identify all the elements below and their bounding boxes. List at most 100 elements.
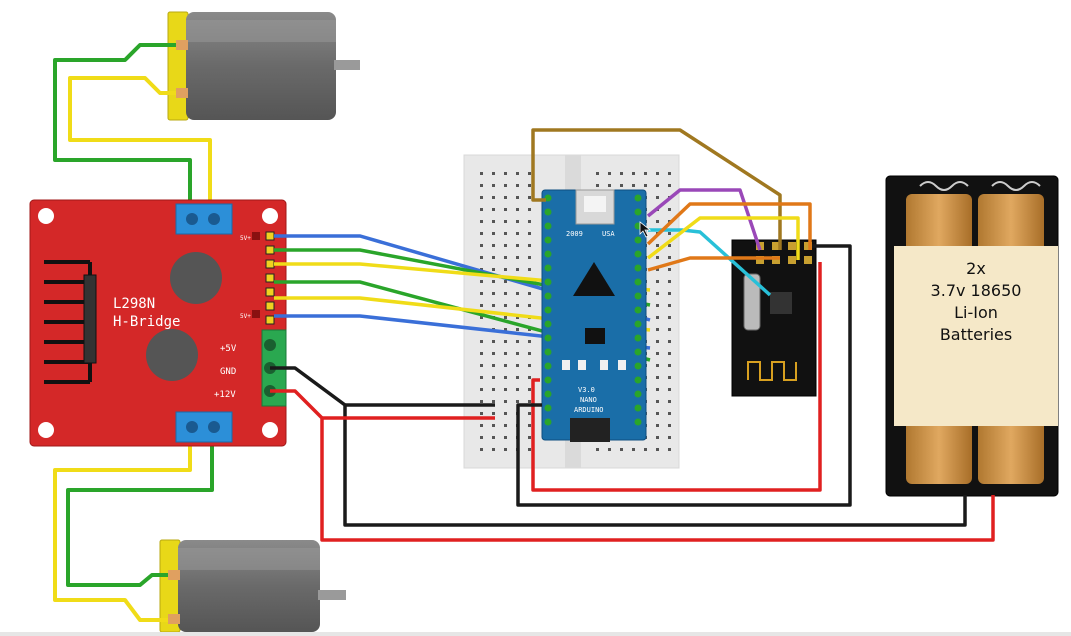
- nano-pin: [634, 194, 642, 202]
- breadboard-hole: [504, 172, 507, 175]
- breadboard-hole: [504, 208, 507, 211]
- nano-pin: [634, 292, 642, 300]
- breadboard-hole: [668, 400, 671, 403]
- breadboard-hole: [528, 244, 531, 247]
- breadboard-hole: [504, 376, 507, 379]
- breadboard-hole: [516, 388, 519, 391]
- l298n-board: L298N H-Bridge +5V GND +12V 5V+ 5V+: [29, 199, 287, 447]
- breadboard-hole: [656, 412, 659, 415]
- breadboard-hole: [516, 244, 519, 247]
- breadboard-hole: [516, 208, 519, 211]
- breadboard-hole: [480, 400, 483, 403]
- nano-pin: [544, 250, 552, 258]
- nano-pin: [544, 418, 552, 426]
- breadboard-hole: [528, 388, 531, 391]
- nano-pin: [544, 376, 552, 384]
- breadboard-hole: [668, 412, 671, 415]
- breadboard-hole: [656, 268, 659, 271]
- breadboard-hole: [620, 172, 623, 175]
- nano-pin: [544, 348, 552, 356]
- breadboard-hole: [504, 424, 507, 427]
- nano-pin: [544, 278, 552, 286]
- breadboard-hole: [504, 268, 507, 271]
- breadboard-hole: [516, 220, 519, 223]
- breadboard-hole: [632, 172, 635, 175]
- breadboard-hole: [504, 196, 507, 199]
- breadboard-hole: [528, 376, 531, 379]
- battery-line2: 3.7v 18650: [931, 281, 1022, 300]
- nano-pin: [634, 278, 642, 286]
- breadboard-hole: [656, 280, 659, 283]
- breadboard-hole: [492, 232, 495, 235]
- breadboard-hole: [608, 448, 611, 451]
- breadboard-hole: [480, 352, 483, 355]
- breadboard-hole: [504, 184, 507, 187]
- breadboard-hole: [528, 196, 531, 199]
- breadboard-hole: [668, 244, 671, 247]
- nano-pin: [544, 292, 552, 300]
- nano-pin: [544, 404, 552, 412]
- nano-pin: [634, 348, 642, 356]
- nano-pin: [634, 264, 642, 272]
- breadboard-hole: [504, 256, 507, 259]
- mouse-cursor: [639, 221, 652, 238]
- breadboard-hole: [480, 292, 483, 295]
- breadboard-hole: [668, 268, 671, 271]
- breadboard-hole: [492, 244, 495, 247]
- nano-pin: [544, 222, 552, 230]
- nano-pin: [634, 418, 642, 426]
- breadboard-hole: [492, 436, 495, 439]
- breadboard-hole: [656, 436, 659, 439]
- breadboard-hole: [656, 304, 659, 307]
- breadboard-hole: [516, 304, 519, 307]
- breadboard-hole: [528, 412, 531, 415]
- breadboard-hole: [668, 328, 671, 331]
- breadboard-hole: [504, 304, 507, 307]
- breadboard-hole: [668, 436, 671, 439]
- breadboard-hole: [656, 292, 659, 295]
- breadboard-hole: [480, 436, 483, 439]
- breadboard-hole: [528, 172, 531, 175]
- breadboard-hole: [504, 340, 507, 343]
- breadboard-hole: [668, 388, 671, 391]
- nano-pin: [544, 264, 552, 272]
- breadboard-hole: [480, 232, 483, 235]
- breadboard-hole: [492, 172, 495, 175]
- breadboard-hole: [528, 292, 531, 295]
- breadboard-hole: [516, 184, 519, 187]
- driver-title-line2: H-Bridge: [113, 314, 180, 330]
- nano-pin: [634, 376, 642, 384]
- battery-line1: 2x: [966, 259, 986, 278]
- breadboard-hole: [528, 352, 531, 355]
- breadboard-hole: [492, 352, 495, 355]
- breadboard-hole: [668, 292, 671, 295]
- breadboard-hole: [656, 376, 659, 379]
- breadboard-hole: [516, 292, 519, 295]
- motor-bottom-wires: [53, 440, 214, 622]
- breadboard-hole: [668, 376, 671, 379]
- breadboard-hole: [656, 184, 659, 187]
- breadboard-hole: [632, 448, 635, 451]
- nano-brand: ARDUINO: [574, 406, 604, 414]
- breadboard-hole: [516, 316, 519, 319]
- breadboard-hole: [668, 184, 671, 187]
- breadboard-hole: [504, 328, 507, 331]
- breadboard-hole: [480, 388, 483, 391]
- nano-pin: [634, 208, 642, 216]
- breadboard-hole: [480, 412, 483, 415]
- motor-top-wires: [53, 43, 212, 205]
- breadboard-hole: [516, 352, 519, 355]
- breadboard-hole: [504, 352, 507, 355]
- breadboard-hole: [504, 400, 507, 403]
- nano-pin: [634, 236, 642, 244]
- breadboard-hole: [596, 172, 599, 175]
- breadboard-hole: [492, 424, 495, 427]
- breadboard-hole: [480, 220, 483, 223]
- breadboard-hole: [492, 340, 495, 343]
- breadboard-hole: [504, 388, 507, 391]
- nano-pin: [544, 362, 552, 370]
- breadboard-hole: [492, 304, 495, 307]
- breadboard-hole: [492, 280, 495, 283]
- breadboard-hole: [668, 316, 671, 319]
- breadboard-hole: [504, 316, 507, 319]
